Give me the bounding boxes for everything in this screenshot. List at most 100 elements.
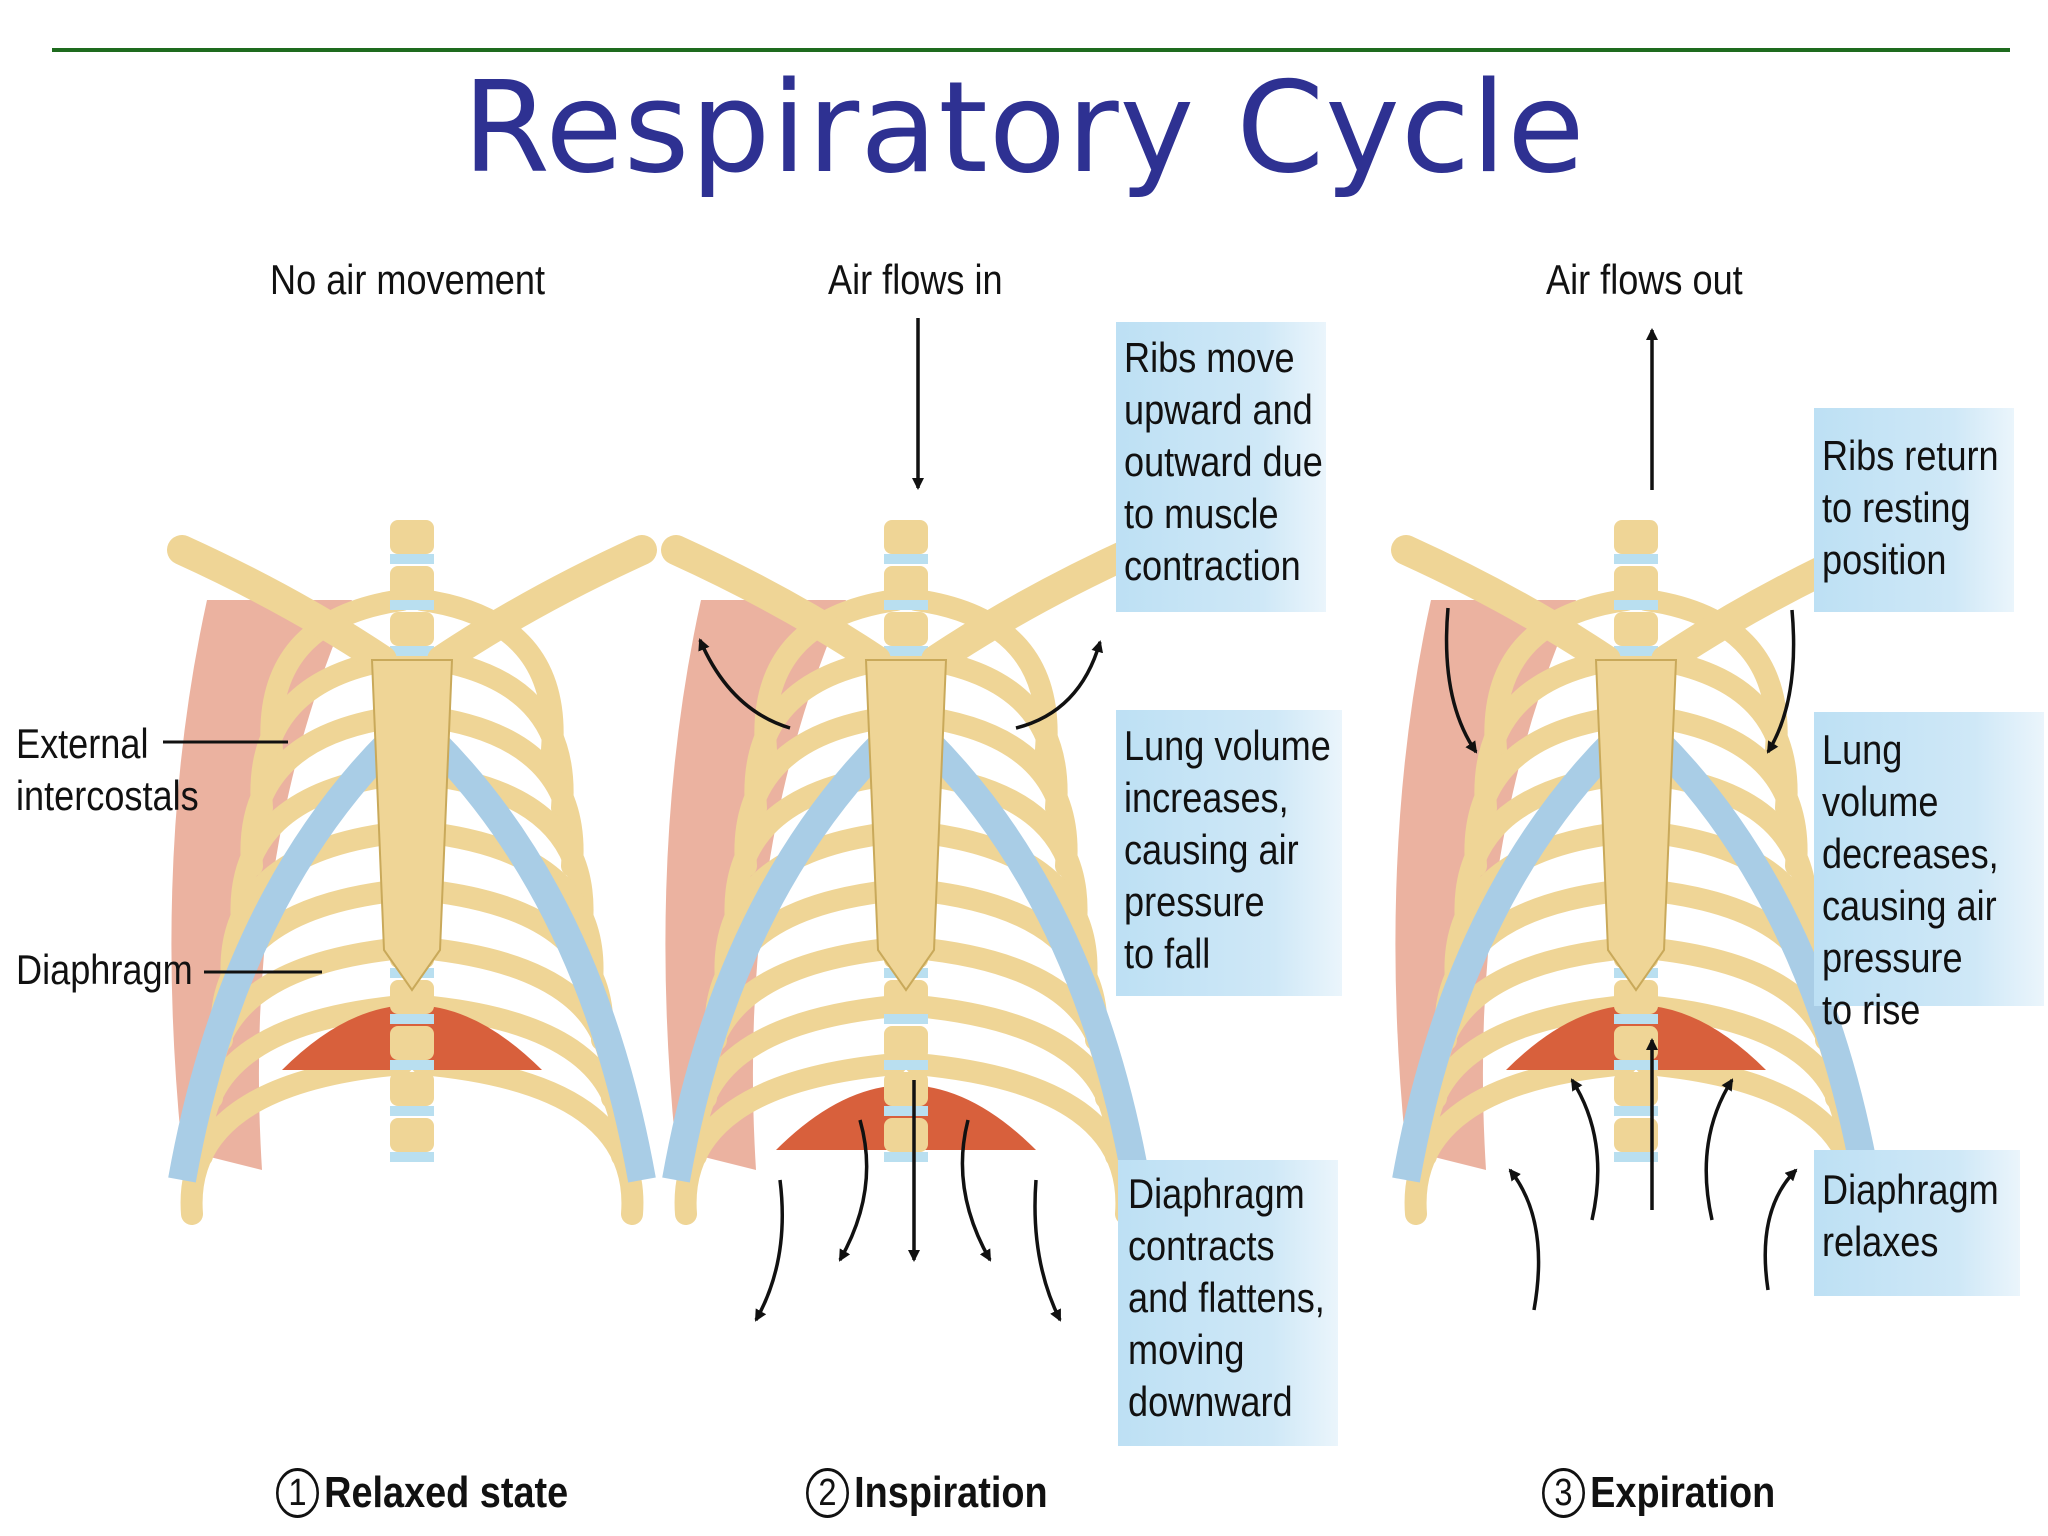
disc (1614, 1152, 1658, 1162)
diaphragm (776, 1085, 1036, 1150)
disc (884, 646, 928, 656)
vertebra (390, 520, 434, 554)
step-number-1: 1 (276, 1468, 319, 1518)
note-ribs-move-upward: Ribs move upward and outward due to musc… (1124, 334, 1323, 589)
rib-cage-1 (167, 520, 657, 1225)
rib-cage-2 (661, 520, 1151, 1225)
caption-text-3: Expiration (1590, 1468, 1776, 1517)
rib-left (180, 1053, 413, 1225)
disc (1614, 554, 1658, 564)
cartilage-right (916, 730, 1150, 1183)
clavicle-left (167, 535, 397, 675)
vertebra (884, 520, 928, 554)
disc (884, 1152, 928, 1162)
caption-text-2: Inspiration (854, 1468, 1048, 1517)
disc (1614, 1014, 1658, 1024)
diaphragm-up-arrow-4 (1508, 1168, 1541, 1311)
disc (884, 1106, 928, 1116)
sternum (1594, 659, 1678, 992)
rib-left (674, 1053, 907, 1225)
clavicle-right (921, 535, 1151, 675)
disc (884, 554, 928, 564)
disc (884, 1060, 928, 1070)
vertebra (1614, 566, 1658, 600)
vertebra (390, 1072, 434, 1106)
note-diaphragm-contracts: Diaphragm contracts and flattens, moving… (1128, 1170, 1325, 1425)
caption-text-1: Relaxed state (324, 1468, 569, 1517)
note-box-lung-decrease (1814, 712, 2044, 1006)
disc (390, 554, 434, 564)
diaphragm-up-arrow-2 (1570, 1078, 1600, 1221)
diaphragm-down-arrow-2 (838, 1119, 869, 1262)
panel2-header: Air flows in (828, 256, 1003, 303)
diaphragm-down-arrow-5 (1033, 1179, 1062, 1322)
cartilage-left (1392, 730, 1626, 1183)
rib-right (905, 821, 1098, 993)
panel3-header: Air flows out (1546, 256, 1743, 303)
disc (1614, 1106, 1658, 1116)
sternum (864, 659, 948, 992)
rib-left (220, 821, 413, 993)
note-box-lung-increase (1116, 710, 1342, 996)
rib-left (714, 821, 907, 993)
cartilage-left (168, 730, 402, 1183)
vertebra (1614, 1072, 1658, 1106)
label-external-intercostals: External intercostals (16, 720, 199, 819)
rib-return-arrow-right (1766, 609, 1796, 754)
cartilage-right (1646, 730, 1880, 1183)
panel1-header: No air movement (270, 256, 546, 303)
vertebra (884, 980, 928, 1014)
note-box-ribs-up (1116, 322, 1326, 612)
note-box-diaphragm-contracts (1118, 1160, 1338, 1446)
label-diaphragm: Diaphragm (16, 946, 193, 993)
note-box-diaphragm-relaxes (1814, 1150, 2020, 1296)
caption-inspiration: 2 Inspiration (806, 1458, 1048, 1528)
diaphragm-up-arrow-3 (1704, 1078, 1734, 1221)
note-box-ribs-return (1814, 408, 2014, 612)
slide-title: Respiratory Cycle (462, 54, 1586, 201)
vertebra (884, 1118, 928, 1152)
disc (390, 1060, 434, 1070)
vertebra (390, 566, 434, 600)
disc (390, 1106, 434, 1116)
vertebra (390, 1026, 434, 1060)
vertebra (1614, 520, 1658, 554)
rib-out-arrow-right (1015, 640, 1104, 730)
rib-right (411, 1053, 644, 1225)
disc (1614, 646, 1658, 656)
note-diaphragm-relaxes: Diaphragm relaxes (1822, 1166, 1999, 1265)
rib-right (411, 821, 604, 993)
disc (1614, 1060, 1658, 1070)
vertebra (884, 1026, 928, 1060)
caption-relaxed-state: 1 Relaxed state (276, 1458, 568, 1528)
sternum (370, 659, 454, 992)
disc (390, 1014, 434, 1024)
step-number-2: 2 (806, 1468, 849, 1518)
disc (390, 600, 434, 610)
disc (884, 600, 928, 610)
vertebra (884, 1072, 928, 1106)
note-lung-volume-increases: Lung volume increases, causing air press… (1124, 722, 1331, 977)
rib-left (1404, 1053, 1637, 1225)
vertebra (390, 1118, 434, 1152)
disc (390, 646, 434, 656)
vertebra (884, 612, 928, 646)
clavicle-left (1391, 535, 1621, 675)
rib-left (1444, 821, 1637, 993)
clavicle-right (427, 535, 657, 675)
rib-return-arrow-left (1444, 607, 1478, 754)
disc (884, 1014, 928, 1024)
diaphragm-up-arrow-5 (1763, 1168, 1798, 1291)
diaphragm-down-arrow-4 (754, 1179, 785, 1322)
diaphragm-down-arrow-3 (960, 1119, 992, 1262)
clavicle-left (661, 535, 891, 675)
rib-cage-3 (1391, 520, 1881, 1225)
title-rule (52, 48, 2010, 52)
note-ribs-return: Ribs return to resting position (1822, 432, 1999, 583)
cartilage-right (422, 730, 656, 1183)
caption-expiration: 3 Expiration (1542, 1458, 1775, 1528)
vertebra (1614, 1026, 1658, 1060)
vertebra (1614, 612, 1658, 646)
vertebra (884, 566, 928, 600)
